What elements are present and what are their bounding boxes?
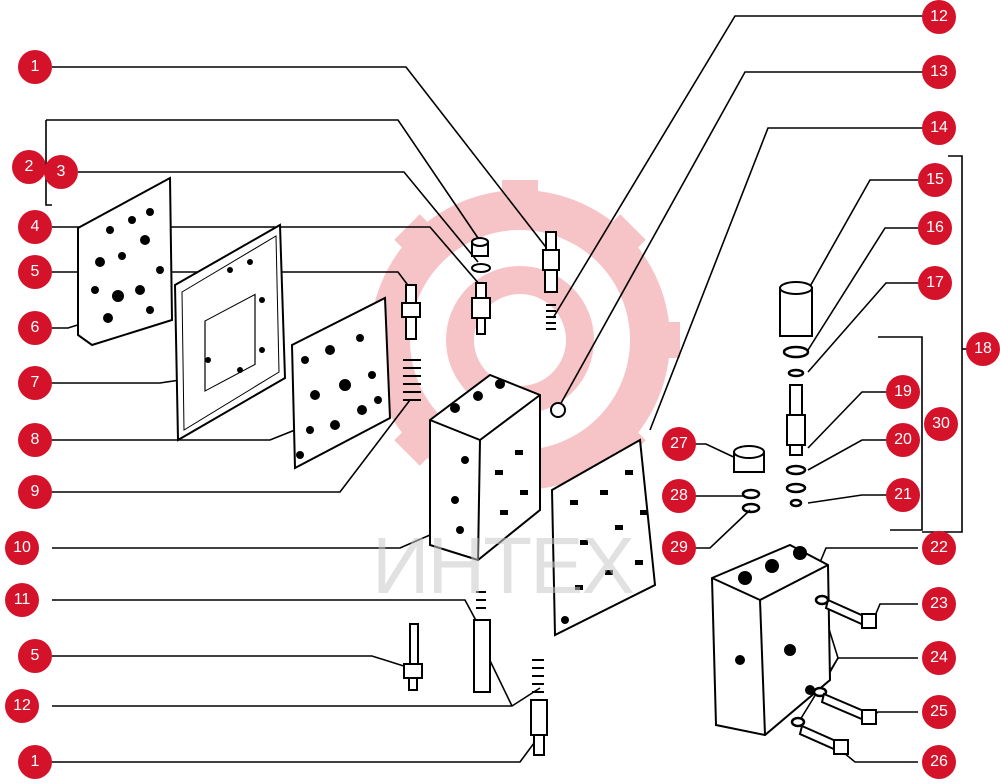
callout-14: 14 bbox=[922, 111, 956, 145]
callout-1-lower: 1 bbox=[18, 745, 52, 779]
sleeve-15 bbox=[779, 281, 813, 337]
callout-19: 19 bbox=[886, 375, 920, 409]
spool-19 bbox=[786, 384, 806, 456]
gasket-7 bbox=[173, 223, 287, 442]
plug-27 bbox=[733, 445, 765, 473]
callout-12: 12 bbox=[922, 0, 956, 34]
o-rings-20-21 bbox=[785, 464, 807, 508]
spring-12-top bbox=[546, 304, 556, 330]
callout-25: 25 bbox=[922, 695, 956, 729]
callout-1: 1 bbox=[18, 50, 52, 84]
callout-8: 8 bbox=[18, 423, 52, 457]
callout-10: 10 bbox=[5, 531, 39, 565]
callout-23: 23 bbox=[922, 587, 956, 621]
housing-22 bbox=[710, 543, 832, 737]
callout-2: 2 bbox=[12, 150, 46, 184]
callout-17: 17 bbox=[918, 266, 952, 300]
o-rings-28-29 bbox=[741, 488, 761, 514]
bolt-23 bbox=[824, 598, 877, 629]
callout-29: 29 bbox=[662, 531, 696, 565]
callout-5: 5 bbox=[18, 255, 52, 289]
callout-6: 6 bbox=[18, 311, 52, 345]
callout-21: 21 bbox=[886, 478, 920, 512]
callout-5-lower: 5 bbox=[18, 639, 52, 673]
callout-4: 4 bbox=[18, 210, 52, 244]
callout-28: 28 bbox=[662, 479, 696, 513]
callout-30: 30 bbox=[924, 407, 958, 441]
spool-4 bbox=[471, 282, 491, 335]
spool-11 bbox=[473, 591, 491, 693]
callout-22: 22 bbox=[922, 531, 956, 565]
callout-24: 24 bbox=[922, 641, 956, 675]
spring-9 bbox=[403, 359, 421, 401]
callout-16: 16 bbox=[918, 211, 952, 245]
callout-27: 27 bbox=[662, 427, 696, 461]
callout-9: 9 bbox=[18, 475, 52, 509]
valve-5-bottom bbox=[403, 623, 423, 691]
bolt-26 bbox=[798, 724, 849, 755]
valve-5-top bbox=[401, 284, 421, 340]
valve-body-10 bbox=[429, 373, 541, 562]
separator-plate-6 bbox=[77, 176, 174, 347]
spool-1-bottom bbox=[530, 699, 548, 756]
separator-plate-14 bbox=[550, 438, 657, 637]
callout-20: 20 bbox=[886, 423, 920, 457]
spool-1-top bbox=[542, 231, 560, 293]
o-rings-16-17 bbox=[782, 345, 810, 378]
callout-3: 3 bbox=[44, 155, 78, 189]
callout-15: 15 bbox=[918, 163, 952, 197]
plug-3 bbox=[471, 237, 491, 273]
callout-18: 18 bbox=[966, 332, 1000, 366]
callout-7: 7 bbox=[18, 366, 52, 400]
callout-11: 11 bbox=[5, 583, 39, 617]
bolt-25 bbox=[820, 692, 877, 725]
callout-13: 13 bbox=[922, 55, 956, 89]
callout-26: 26 bbox=[922, 745, 956, 779]
callout-12-lower: 12 bbox=[5, 689, 39, 723]
watermark-text: ИНТЕХ bbox=[372, 521, 635, 610]
ball-13 bbox=[550, 402, 566, 418]
separator-plate-8 bbox=[290, 296, 392, 470]
spring-12-bottom bbox=[532, 659, 544, 693]
